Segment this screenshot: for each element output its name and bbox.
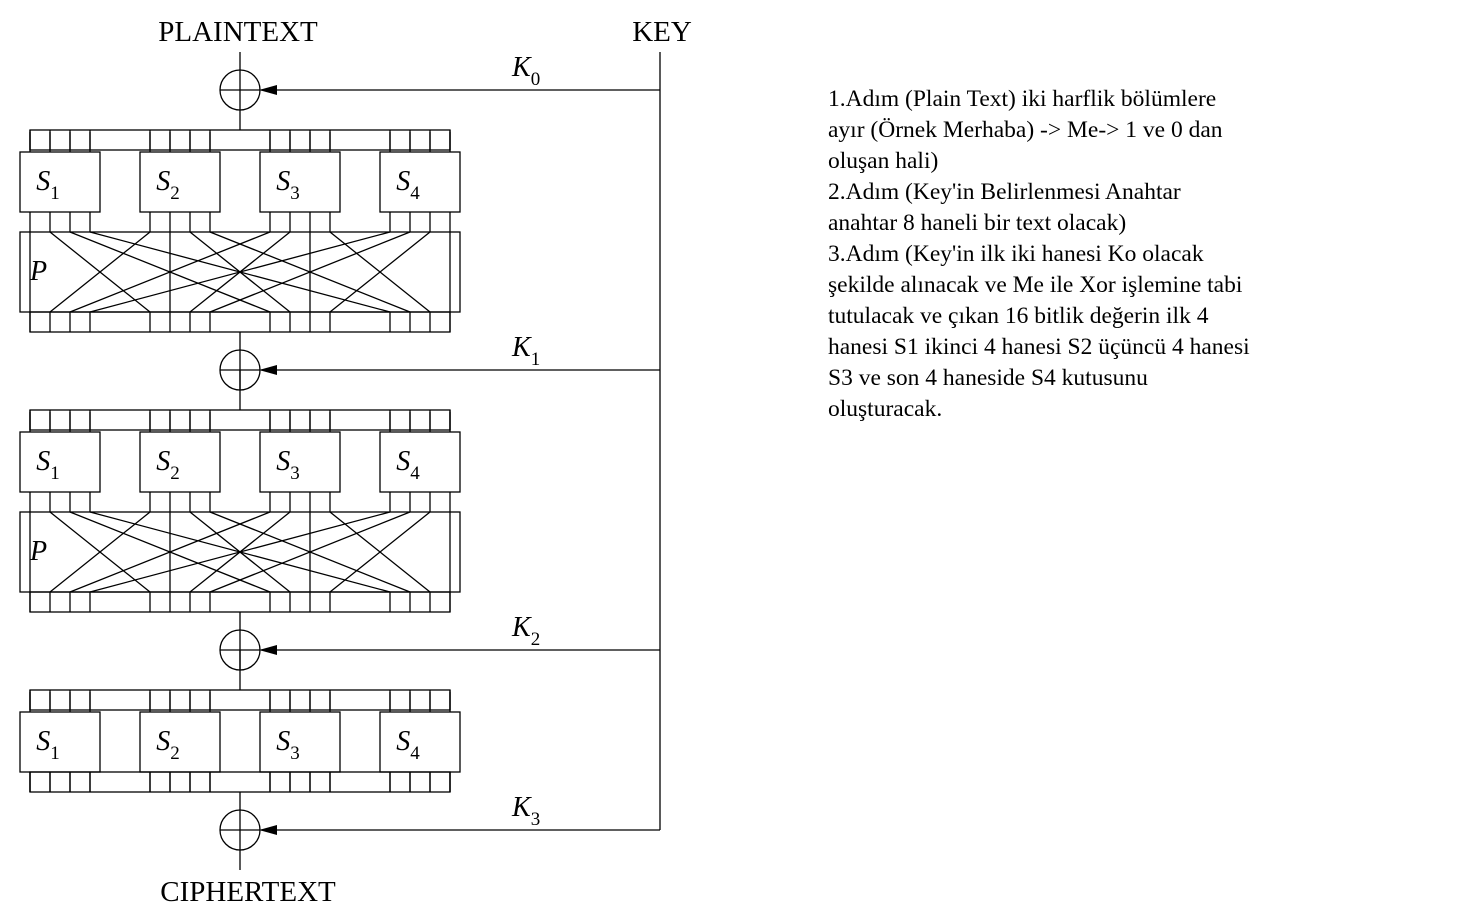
permutation-wire: [49, 231, 151, 313]
permutation-wire: [329, 511, 431, 593]
permutation-wire: [69, 511, 271, 593]
subkey-label: K2: [511, 612, 540, 650]
subkey-index: 1: [531, 349, 541, 370]
sbox-label: S4: [396, 446, 420, 484]
sbox-label: S3: [276, 726, 300, 764]
sbox-label: S1: [36, 166, 60, 204]
permutation-wire: [329, 231, 431, 313]
sbox: [379, 431, 461, 493]
permutation-wire: [49, 511, 151, 593]
sbox: [259, 711, 341, 773]
permutation-wire: [89, 511, 391, 593]
sbox-label: S3: [276, 446, 300, 484]
note-line: hanesi S1 ikinci 4 hanesi S2 üçüncü 4 ha…: [828, 334, 1250, 360]
sbox-index: 2: [170, 463, 180, 484]
sbox-label: S1: [36, 726, 60, 764]
sbox-index: 1: [50, 183, 60, 204]
sbox: [379, 711, 461, 773]
bit-register: [29, 409, 451, 431]
note-line: oluşturacak.: [828, 396, 943, 422]
sbox-index: 1: [50, 743, 60, 764]
subkey-index: 3: [531, 809, 541, 830]
permutation-wire: [69, 231, 271, 313]
sbox-index: 4: [410, 463, 420, 484]
sbox-label: S2: [156, 726, 180, 764]
sbox: [139, 431, 221, 493]
bit-register: [29, 689, 451, 711]
sbox-label: S3: [276, 166, 300, 204]
sbox-index: 2: [170, 183, 180, 204]
permutation-wire: [89, 231, 391, 313]
subkey-label: K0: [511, 52, 540, 90]
sbox: [259, 431, 341, 493]
sbox-label: S2: [156, 166, 180, 204]
note-line: 3.Adım (Key'in ilk iki hanesi Ko olacak: [828, 241, 1204, 267]
permutation-wire: [209, 231, 411, 313]
sbox: [379, 151, 461, 213]
subkey-index: 2: [531, 629, 541, 650]
bit-register: [29, 591, 451, 613]
pbox-label: P: [29, 536, 47, 567]
bit-register: [29, 311, 451, 333]
note-line: ayır (Örnek Merhaba) -> Me-> 1 ve 0 dan: [828, 117, 1223, 143]
sbox: [19, 431, 101, 493]
note-line: S3 ve son 4 haneside S4 kutusunu: [828, 365, 1148, 391]
subkey-label: K3: [511, 792, 540, 830]
note-line: 2.Adım (Key'in Belirlenmesi Anahtar: [828, 179, 1181, 205]
sbox-index: 1: [50, 463, 60, 484]
sbox-label: S4: [396, 726, 420, 764]
bit-register: [29, 771, 451, 793]
sbox-label: S1: [36, 446, 60, 484]
note-line: şekilde alınacak ve Me ile Xor işlemine …: [828, 272, 1243, 298]
ciphertext-label: CIPHERTEXT: [160, 876, 336, 908]
note-line: tutulacak ve çıkan 16 bitlik değerin ilk…: [828, 303, 1209, 329]
pbox-label: P: [29, 256, 47, 287]
sbox-index: 3: [290, 183, 300, 204]
sbox: [19, 711, 101, 773]
plaintext-label: PLAINTEXT: [158, 16, 318, 48]
permutation-wire: [209, 511, 411, 593]
sbox-index: 3: [290, 743, 300, 764]
sbox-index: 3: [290, 463, 300, 484]
sbox-index: 4: [410, 183, 420, 204]
sbox-label: S2: [156, 446, 180, 484]
sbox-label: S4: [396, 166, 420, 204]
sbox: [139, 151, 221, 213]
sbox: [259, 151, 341, 213]
note-line: anahtar 8 haneli bir text olacak): [828, 210, 1127, 236]
bit-register: [29, 129, 451, 151]
subkey-label: K1: [511, 332, 540, 370]
sbox-index: 4: [410, 743, 420, 764]
note-line: 1.Adım (Plain Text) iki harflik bölümler…: [828, 86, 1217, 112]
note-line: oluşan hali): [828, 148, 939, 174]
explanation-notes: 1.Adım (Plain Text) iki harflik bölümler…: [828, 84, 1348, 425]
sbox: [19, 151, 101, 213]
key-label: KEY: [632, 16, 692, 48]
sbox-index: 2: [170, 743, 180, 764]
sbox: [139, 711, 221, 773]
subkey-index: 0: [531, 69, 541, 90]
